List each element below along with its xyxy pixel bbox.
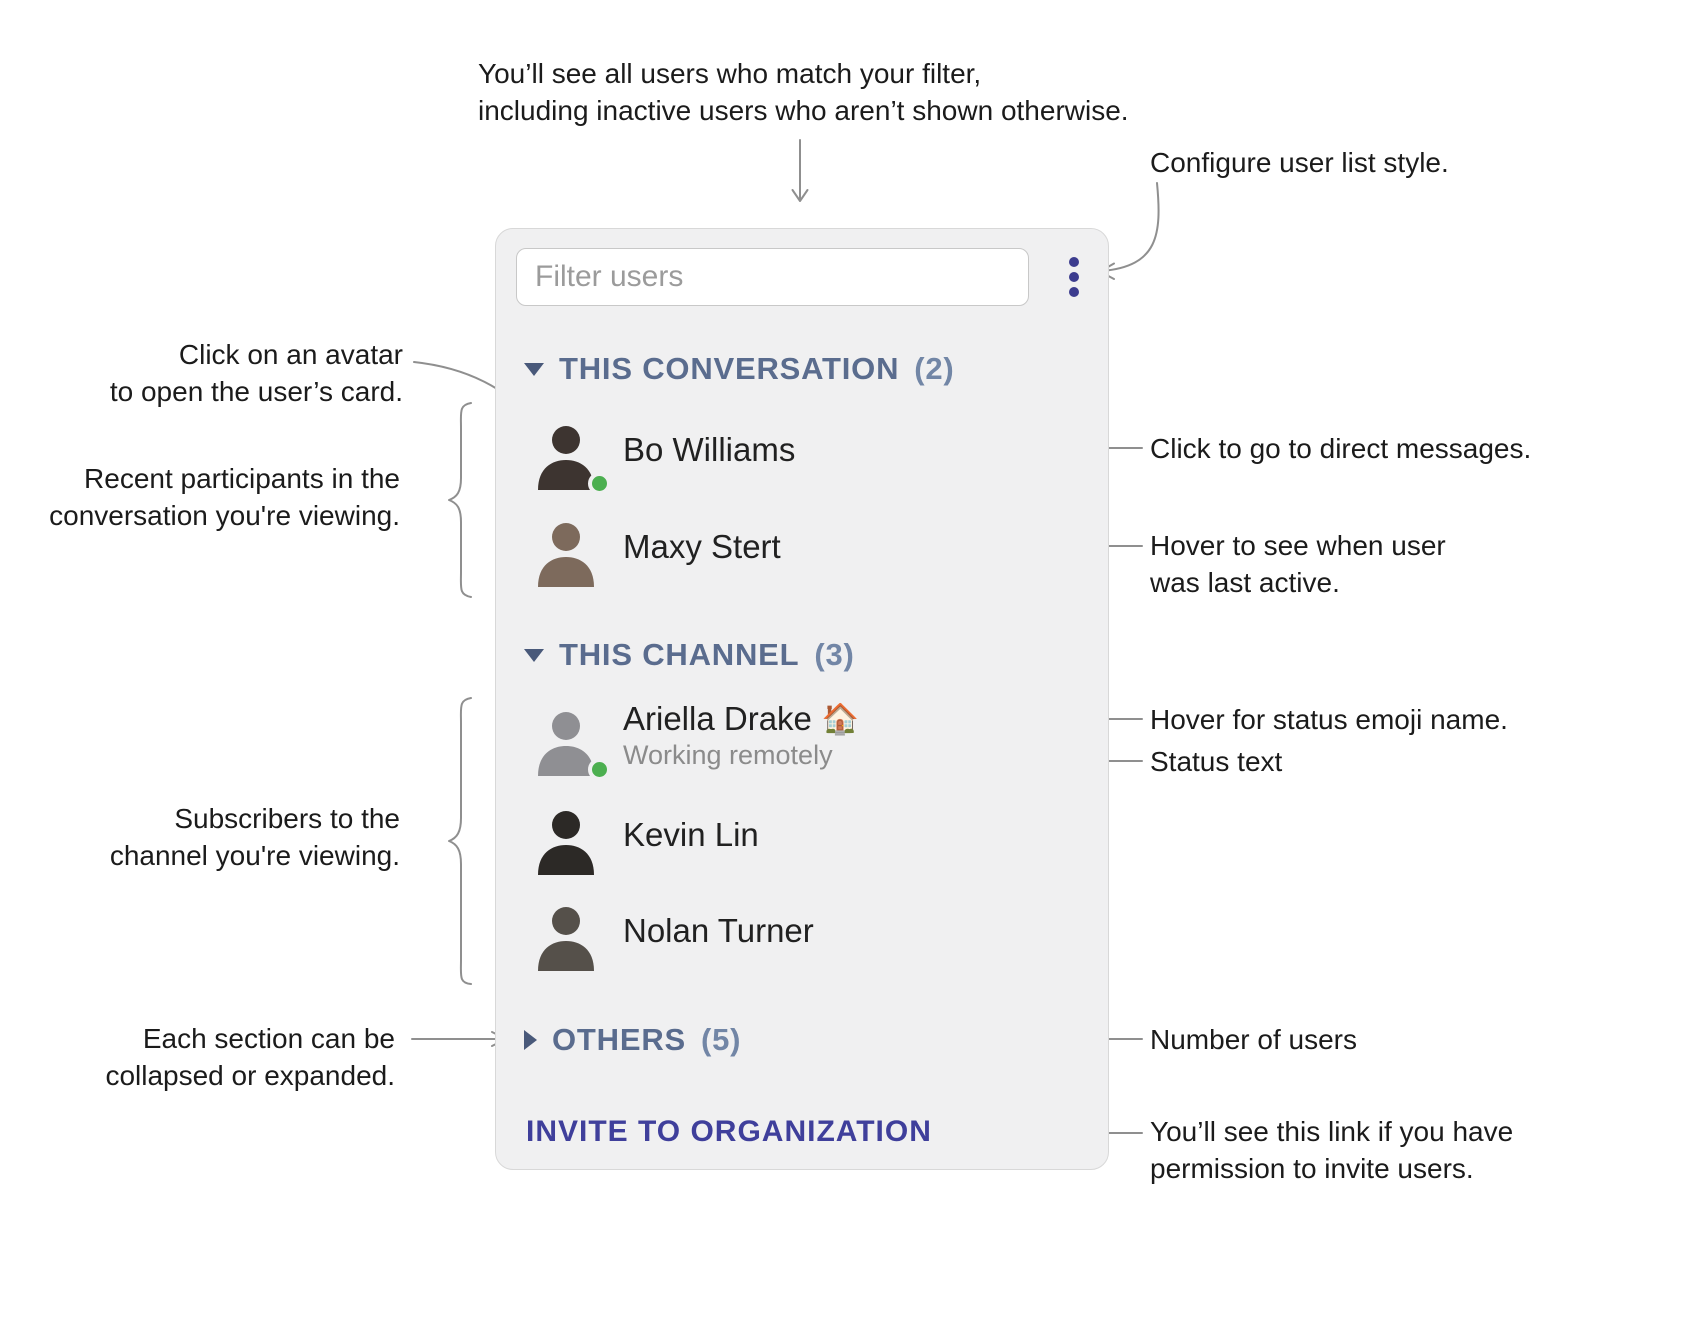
invite-to-organization-link[interactable]: INVITE TO ORGANIZATION bbox=[526, 1115, 932, 1148]
note-avatar-click: Click on an avatar to open the user’s ca… bbox=[109, 339, 403, 407]
user-row[interactable]: Nolan Turner bbox=[526, 891, 814, 971]
user-name[interactable]: Bo Williams bbox=[623, 431, 796, 468]
note-invite-permission: You’ll see this link if you have permiss… bbox=[1150, 1116, 1514, 1184]
note-user-count: Number of users bbox=[1150, 1024, 1357, 1055]
user-list-menu-button[interactable] bbox=[1050, 251, 1098, 303]
triangle-right-icon[interactable] bbox=[524, 1030, 537, 1050]
section-header-others[interactable]: OTHERS (5) bbox=[524, 1020, 741, 1060]
avatar-image bbox=[526, 507, 606, 587]
person-silhouette-icon bbox=[538, 523, 594, 587]
filter-users-input[interactable] bbox=[516, 248, 1029, 306]
section-label: THIS CHANNEL bbox=[559, 637, 800, 672]
triangle-down-icon[interactable] bbox=[524, 362, 544, 376]
brace-conversation bbox=[448, 402, 472, 598]
avatar[interactable] bbox=[526, 891, 606, 971]
triangle-down-icon[interactable] bbox=[524, 648, 544, 662]
person-silhouette-icon bbox=[538, 426, 594, 490]
note-status-text: Status text bbox=[1150, 746, 1283, 777]
note-configure: Configure user list style. bbox=[1150, 147, 1449, 178]
note-status-emoji: Hover for status emoji name. bbox=[1150, 704, 1508, 735]
user-row[interactable]: Ariella Drake 🏠 Working remotely bbox=[526, 696, 860, 781]
note-subscribers: Subscribers to the channel you're viewin… bbox=[109, 803, 400, 871]
note-recent-participants: Recent participants in the conversation … bbox=[49, 463, 400, 531]
user-row[interactable]: Bo Williams bbox=[526, 410, 796, 495]
section-header-this-conversation[interactable]: THIS CONVERSATION (2) bbox=[524, 349, 955, 389]
arrow-filter-note bbox=[791, 139, 809, 202]
note-collapse: Each section can be collapsed or expande… bbox=[105, 1023, 395, 1091]
person-silhouette-icon bbox=[538, 907, 594, 971]
status-emoji-house-icon[interactable]: 🏠 bbox=[821, 701, 860, 737]
section-count: (2) bbox=[914, 351, 955, 386]
user-row[interactable]: Maxy Stert bbox=[526, 507, 781, 587]
user-row[interactable]: Kevin Lin bbox=[526, 795, 759, 875]
avatar[interactable] bbox=[526, 410, 611, 495]
presence-online-dot bbox=[588, 758, 611, 781]
user-name[interactable]: Maxy Stert bbox=[623, 528, 781, 565]
vertical-ellipsis-icon bbox=[1069, 257, 1079, 267]
note-direct-messages: Click to go to direct messages. bbox=[1150, 433, 1532, 464]
user-name[interactable]: Nolan Turner bbox=[623, 912, 814, 949]
user-list-panel: THIS CONVERSATION (2) Bo Williams bbox=[495, 228, 1109, 1170]
section-label: OTHERS bbox=[552, 1022, 686, 1057]
arrow-collapse bbox=[411, 1031, 507, 1047]
section-count: (5) bbox=[700, 1022, 742, 1057]
person-silhouette-icon bbox=[538, 712, 594, 776]
vertical-ellipsis-icon bbox=[1069, 272, 1079, 282]
avatar-image bbox=[526, 891, 606, 971]
avatar[interactable] bbox=[526, 795, 606, 875]
section-header-this-channel[interactable]: THIS CHANNEL (3) bbox=[524, 635, 855, 675]
section-count: (3) bbox=[814, 637, 855, 672]
user-name[interactable]: Kevin Lin bbox=[623, 816, 759, 853]
user-status-text: Working remotely bbox=[623, 740, 833, 770]
section-label: THIS CONVERSATION bbox=[559, 351, 900, 386]
avatar-image bbox=[526, 795, 606, 875]
avatar[interactable] bbox=[526, 696, 611, 781]
brace-channel bbox=[448, 697, 472, 985]
person-silhouette-icon bbox=[538, 811, 594, 875]
presence-online-dot bbox=[588, 472, 611, 495]
vertical-ellipsis-icon bbox=[1069, 287, 1079, 297]
note-last-active: Hover to see when user was last active. bbox=[1150, 530, 1446, 598]
note-filter: You’ll see all users who match your filt… bbox=[478, 58, 1129, 126]
avatar[interactable] bbox=[526, 507, 606, 587]
user-name[interactable]: Ariella Drake bbox=[623, 700, 812, 737]
